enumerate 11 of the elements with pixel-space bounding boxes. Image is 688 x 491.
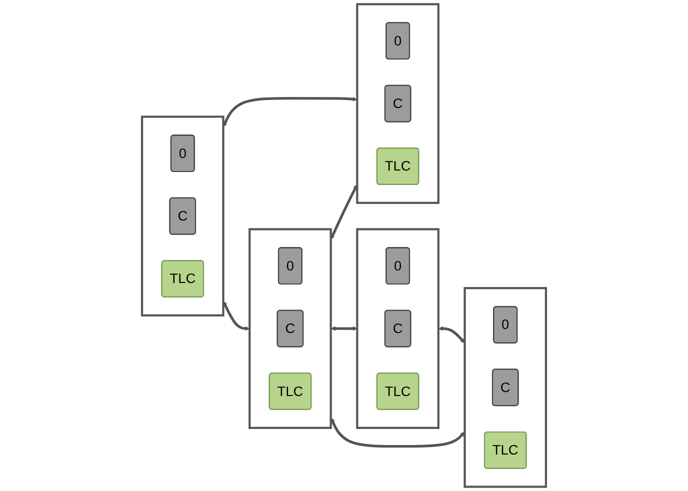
arrow [330, 326, 358, 331]
arrow [330, 417, 465, 448]
arrow [222, 96, 358, 128]
arrow [330, 184, 358, 240]
cluster [464, 287, 548, 488]
cluster [140, 116, 224, 316]
cluster [248, 228, 332, 429]
arrow [438, 326, 465, 344]
arrow [222, 300, 250, 331]
cluster [356, 228, 440, 429]
cluster [356, 3, 440, 204]
